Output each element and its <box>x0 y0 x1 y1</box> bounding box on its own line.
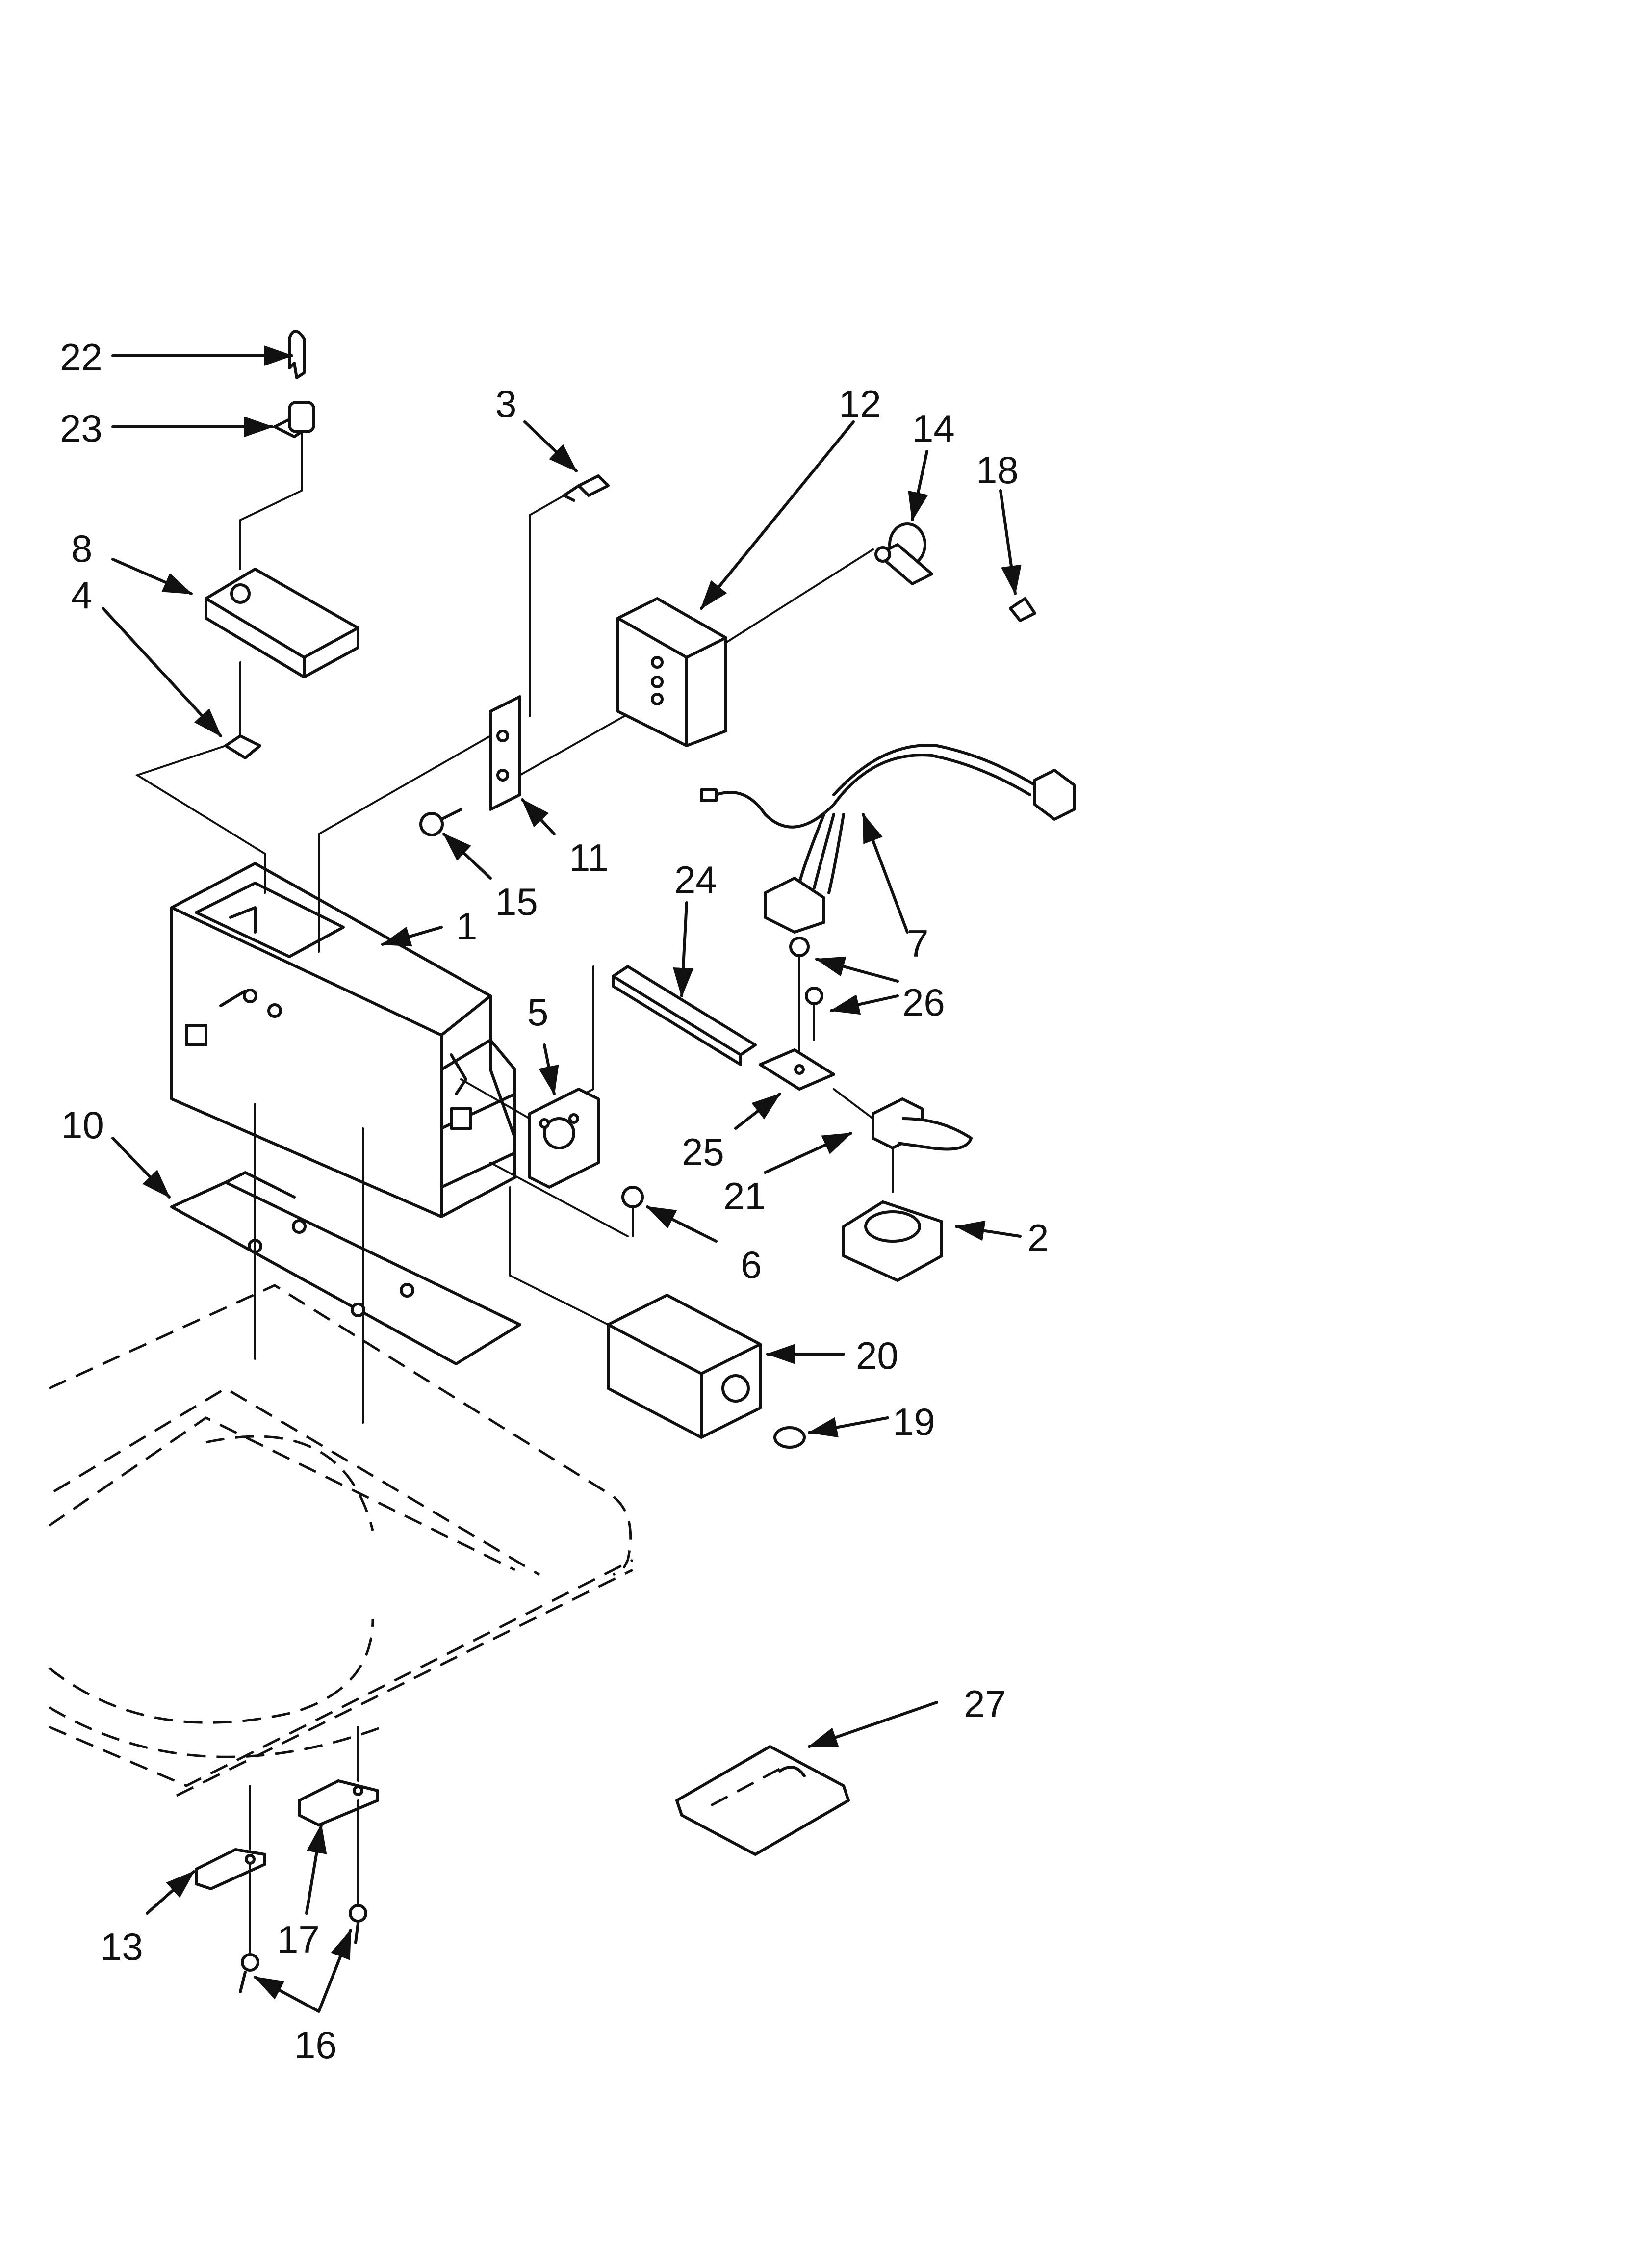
screw-16b <box>349 1799 367 1944</box>
channel-strip <box>563 965 757 1105</box>
callout-25: 25 <box>682 1130 724 1173</box>
lid-lock-solenoid <box>509 1186 762 1439</box>
callout-11: 11 <box>569 836 609 879</box>
callout-13: 13 <box>101 1925 143 1968</box>
hinge-bracket-13 <box>195 1785 266 1890</box>
callout-4: 4 <box>71 574 92 617</box>
callout-15: 15 <box>495 880 538 923</box>
callout-24: 24 <box>674 858 717 901</box>
washer-top-panel-outline <box>48 1284 634 1797</box>
screw-3 <box>529 474 610 717</box>
screw-15 <box>419 808 462 836</box>
leader-lines <box>102 345 1022 2013</box>
callout-2: 2 <box>1027 1216 1049 1259</box>
callout-8: 8 <box>71 527 92 570</box>
switch-housing <box>842 1200 943 1282</box>
mounting-bracket <box>318 695 634 953</box>
set-screw <box>1009 597 1036 622</box>
callout-labels: 22 23 3 12 14 18 8 4 11 15 1 7 24 26 5 2… <box>60 336 1049 2066</box>
control-module <box>616 548 874 747</box>
callout-10: 10 <box>61 1103 104 1147</box>
insulator-plate <box>460 1078 600 1189</box>
hinge-bracket-17 <box>298 1726 379 1826</box>
callout-21: 21 <box>723 1174 766 1218</box>
callout-5: 5 <box>527 991 548 1034</box>
control-knob <box>874 522 933 585</box>
callout-22: 22 <box>60 336 103 379</box>
lid-switch-actuator <box>833 1088 973 1193</box>
lock-key <box>288 330 306 379</box>
callout-1: 1 <box>456 905 477 948</box>
solenoid-plunger <box>773 1426 806 1449</box>
callout-23: 23 <box>60 407 103 450</box>
console-housing <box>170 862 516 1218</box>
callout-17: 17 <box>277 1918 320 1961</box>
callout-18: 18 <box>976 448 1019 492</box>
callout-3: 3 <box>495 382 516 425</box>
literature-pack <box>675 1745 850 1856</box>
callout-7: 7 <box>907 922 928 965</box>
screw-26a <box>789 937 810 1061</box>
wire-harness <box>700 744 1076 934</box>
callout-26: 26 <box>902 981 945 1024</box>
mounting-plate <box>759 1048 835 1091</box>
screw-26b <box>805 987 823 1041</box>
screw-6 <box>489 1162 644 1237</box>
callout-6: 6 <box>741 1243 762 1286</box>
callout-14: 14 <box>912 407 955 450</box>
bracket-clip <box>135 661 266 894</box>
callout-19: 19 <box>893 1400 935 1443</box>
lock-cam <box>239 401 315 570</box>
console-shield <box>170 1103 521 1424</box>
callout-12: 12 <box>839 382 881 425</box>
lock-bracket <box>205 568 359 678</box>
callout-27: 27 <box>964 1682 1006 1725</box>
callout-20: 20 <box>856 1334 898 1377</box>
screw-16a <box>239 1863 259 1993</box>
callout-16: 16 <box>294 2023 337 2066</box>
